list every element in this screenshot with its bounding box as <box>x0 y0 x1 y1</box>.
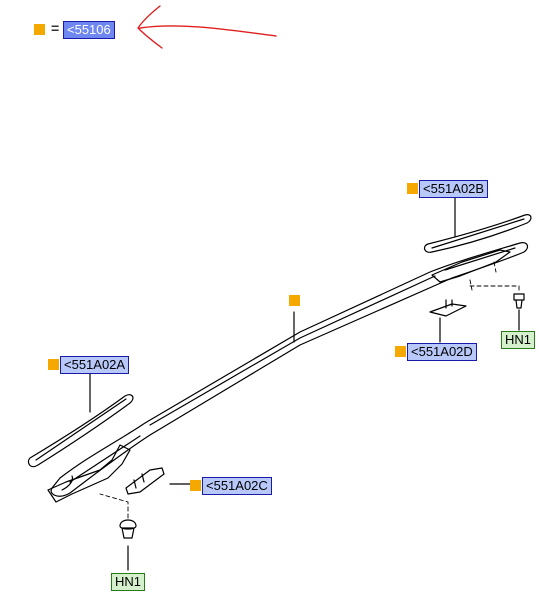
front-end-cap <box>47 444 131 503</box>
callout-rail-a[interactable]: <551A02A <box>60 356 130 374</box>
legend-marker <box>34 24 45 35</box>
callout-rail-b[interactable]: <551A02B <box>419 180 489 198</box>
rail-a-marker <box>48 359 59 370</box>
callout-clip-c[interactable]: <551A02C <box>202 477 272 495</box>
callout-clip-d[interactable]: <551A02D <box>407 343 477 361</box>
rail-marker <box>289 295 300 306</box>
clip-d <box>429 303 467 317</box>
front-rail-cover <box>27 394 134 468</box>
rear-end-cap <box>431 249 511 283</box>
hn1-front-label[interactable]: HN1 <box>111 573 146 591</box>
roof-rail-main <box>50 242 529 497</box>
red-annotation-arrow <box>137 5 277 49</box>
front-fastener <box>119 519 137 539</box>
clip-c-marker <box>190 480 201 491</box>
clip-c <box>125 467 165 495</box>
rear-rail-cover <box>423 214 532 253</box>
rail-b-marker <box>407 183 418 194</box>
legend-code[interactable]: <55106 <box>63 21 115 39</box>
hn1-rear-label[interactable]: HN1 <box>501 331 536 349</box>
rear-fastener <box>513 293 525 309</box>
legend-equals: = <box>51 20 60 36</box>
clip-d-marker <box>395 346 406 357</box>
